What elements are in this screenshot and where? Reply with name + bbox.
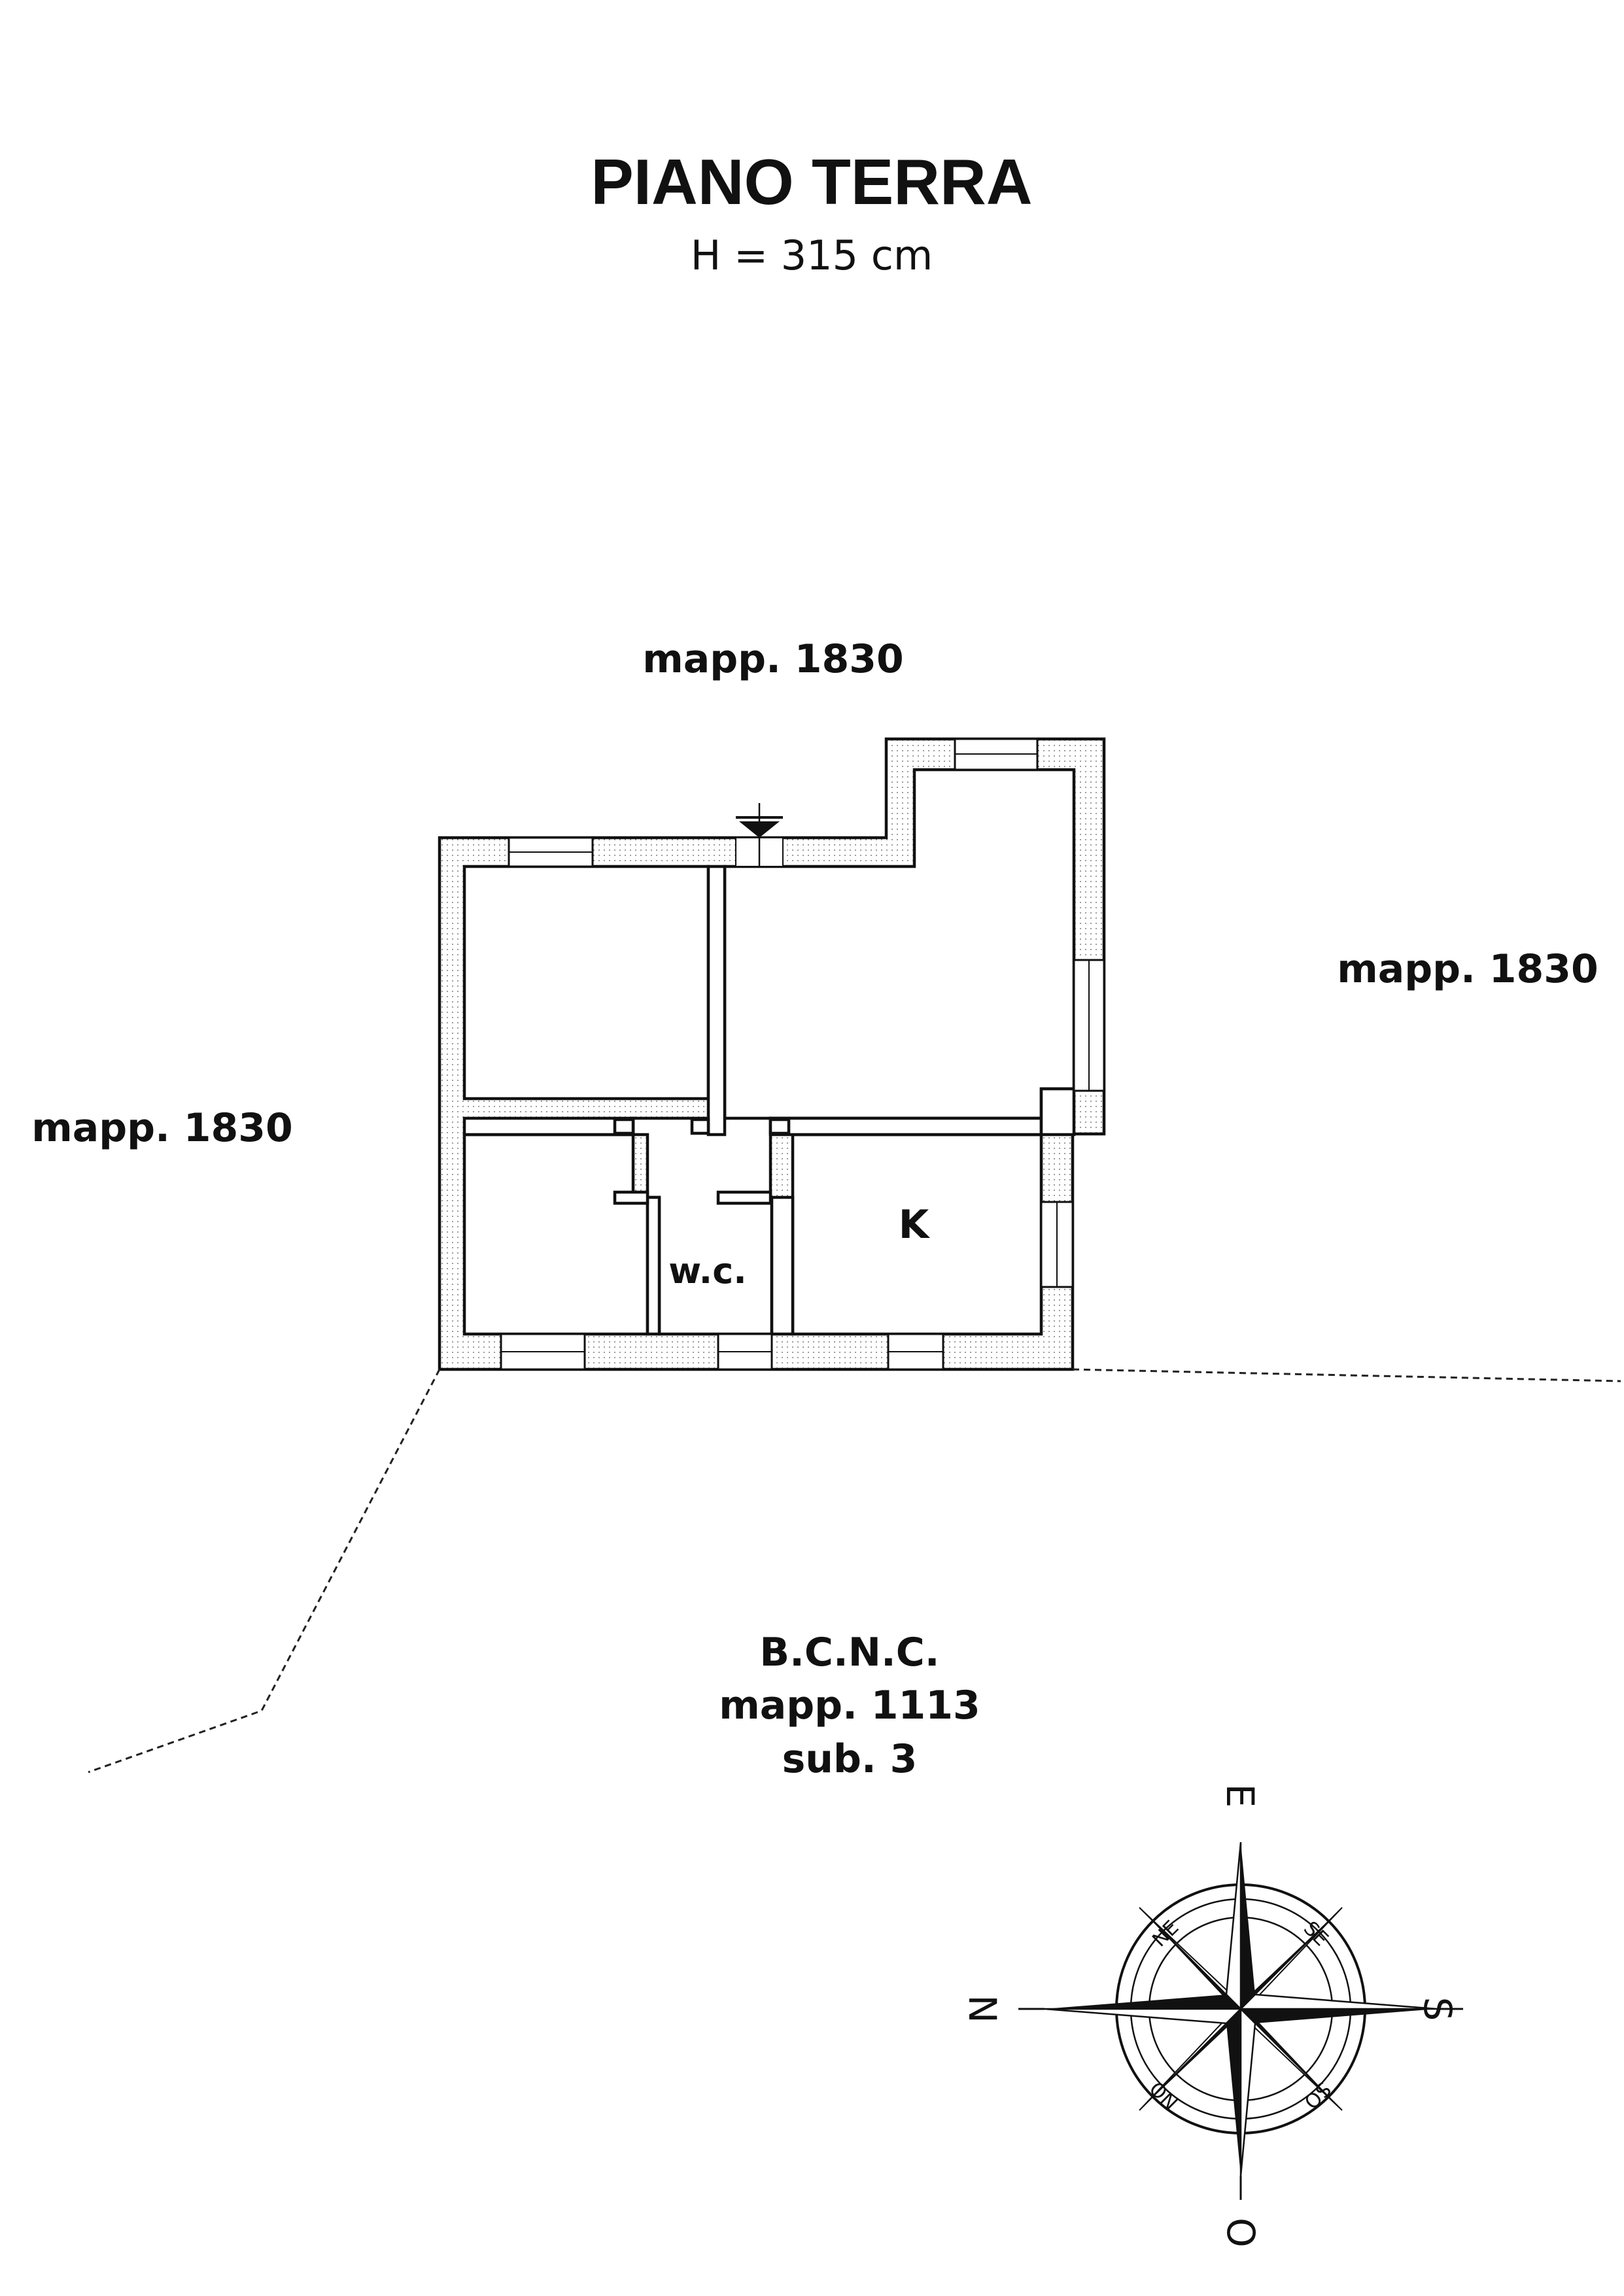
common-area-line-2: mapp. 1113 — [719, 1683, 980, 1728]
compass-label-bottom: O — [1218, 2218, 1263, 2248]
height-label: H = 315 cm — [691, 231, 933, 279]
partition-4 — [646, 1195, 661, 1336]
partition-3 — [769, 1116, 1043, 1137]
boundary-line-east — [1072, 1368, 1621, 1382]
door-jamb-1 — [613, 1118, 635, 1135]
door-jamb-5 — [716, 1190, 772, 1205]
partition-2 — [462, 1116, 635, 1137]
partition-5 — [770, 1195, 795, 1336]
common-area-line-3: sub. 3 — [782, 1736, 918, 1782]
boundary-line-west — [88, 1369, 441, 1773]
compass-label-so: SO — [1299, 2077, 1335, 2113]
room-bedroom-nw — [462, 865, 710, 1101]
windows — [500, 738, 1105, 1371]
entrance-marker — [735, 803, 784, 867]
door-jamb-2 — [690, 1118, 710, 1135]
room-sw — [462, 1133, 649, 1336]
compass-label-right: S — [1415, 1997, 1460, 2021]
partition-6 — [1039, 1087, 1076, 1137]
label-kitchen: K — [899, 1202, 931, 1248]
label-wc: w.c. — [668, 1250, 746, 1292]
common-area-line-1: B.C.N.C. — [759, 1630, 939, 1675]
compass-label-left: N — [960, 1995, 1005, 2023]
compass-label-no: NO — [1146, 2076, 1183, 2114]
plan-title: PIANO TERRA — [591, 146, 1032, 218]
door-jamb-4 — [613, 1190, 649, 1205]
building-walls — [438, 737, 1106, 1371]
label-north-parcel: mapp. 1830 — [642, 636, 904, 682]
compass-label-top: E — [1218, 1784, 1262, 1808]
compass-rose: NE SE NO SO E O N S — [960, 1784, 1463, 2248]
partition-1 — [706, 865, 727, 1137]
label-east-parcel: mapp. 1830 — [1337, 946, 1598, 992]
door-jamb-3 — [769, 1118, 791, 1135]
label-west-parcel: mapp. 1830 — [31, 1105, 293, 1151]
